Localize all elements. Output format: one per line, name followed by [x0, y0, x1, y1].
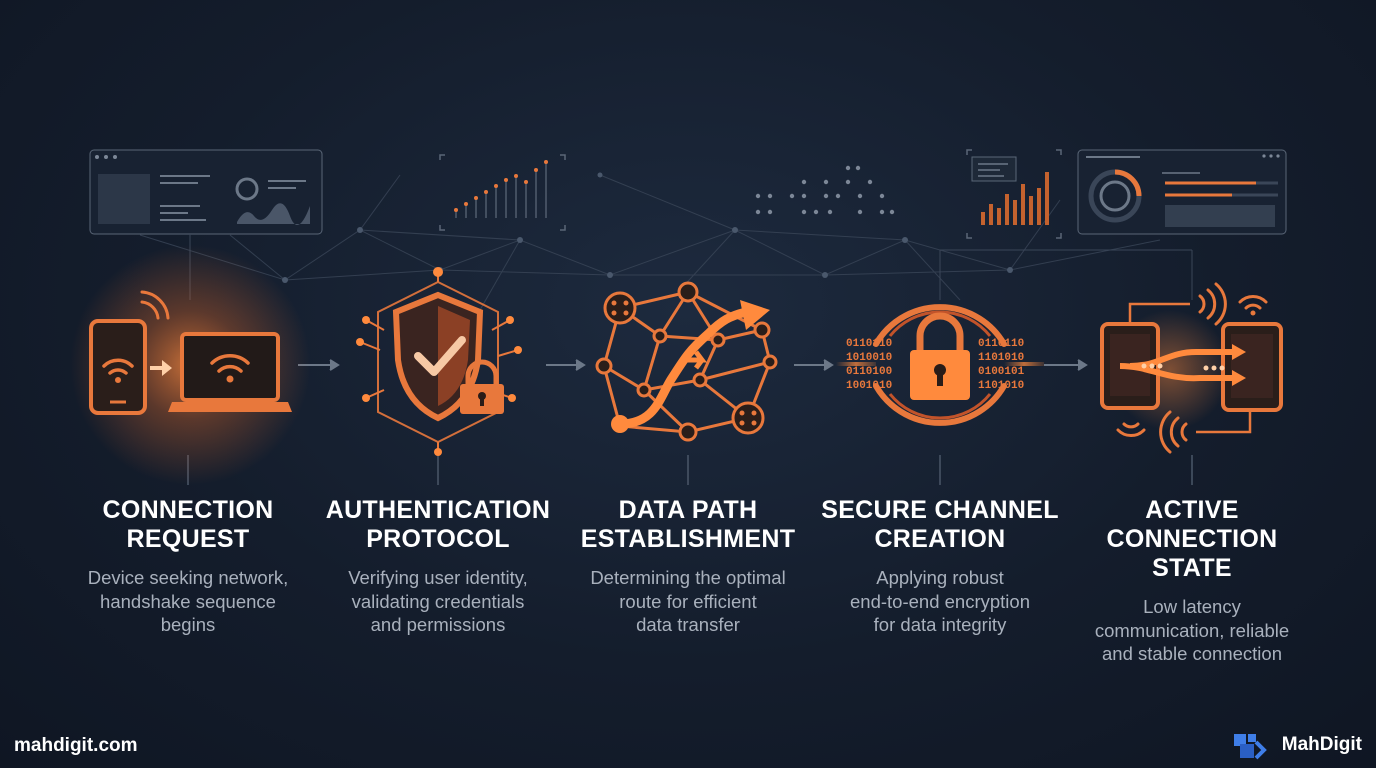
mahdigit-logo-icon [1234, 734, 1267, 760]
binary-left-row: 0110100 [846, 366, 892, 378]
step-description-line: Low latency [1143, 596, 1241, 617]
step-title-line: REQUEST [126, 525, 250, 553]
step-title: DATA PATH ESTABLISHMENT [563, 496, 813, 554]
binary-left-row: 1010010 [846, 352, 892, 364]
dashboard-panel-right [1077, 149, 1287, 235]
step-description-line: communication, reliable [1094, 619, 1290, 641]
binary-right-row: 1101010 [978, 352, 1024, 364]
step-title-line: CONNECTION [1106, 525, 1278, 553]
step-title-line: STATE [1152, 554, 1232, 582]
title-connectors [187, 455, 1193, 485]
phone-laptop-wifi-icon [70, 245, 310, 485]
step-description: Device seeking network, handshake sequen… [63, 566, 313, 637]
brand-logo: MahDigit [1244, 734, 1362, 756]
step-description: Low latency communication, reliable and … [1067, 595, 1317, 666]
bar-dot-chart-panel [439, 154, 566, 231]
step-description-line: Verifying user identity, [348, 567, 528, 588]
dot-matrix-decoration [755, 165, 895, 215]
dashboard-panel-left [89, 149, 323, 300]
shield-check-lock-icon [356, 267, 522, 456]
step-description-line: Device seeking network, [87, 567, 289, 588]
binary-right-row: 0110110 [978, 338, 1024, 350]
step-authentication-protocol: AUTHENTICATION PROTOCOL Verifying user i… [313, 496, 563, 637]
step-title-line: ESTABLISHMENT [580, 525, 796, 553]
step-description: Applying robust end-to-end encryption fo… [815, 566, 1065, 637]
step-secure-channel-creation: SECURE CHANNEL CREATION Applying robust … [815, 496, 1065, 637]
step-description-line: data transfer [636, 614, 740, 635]
step-description-line: and permissions [370, 614, 506, 635]
site-url: mahdigit.com [14, 735, 138, 756]
step-title-line: AUTHENTICATION [325, 496, 551, 524]
step-description-line: and stable connection [1102, 643, 1282, 664]
step-connection-request: CONNECTION REQUEST Device seeking networ… [63, 496, 313, 637]
step-title: AUTHENTICATION PROTOCOL [313, 496, 563, 554]
step-title-line: CONNECTION [102, 496, 274, 524]
flow-arrows [298, 359, 1088, 371]
binary-right-row: 0100101 [978, 366, 1025, 378]
step-description: Verifying user identity, validating cred… [313, 566, 563, 637]
step-description: Determining the optimal route for effici… [563, 566, 813, 637]
step-description-line: validating credentials [351, 590, 525, 612]
step-description-line: route for efficient [619, 590, 757, 612]
step-description-line: Determining the optimal [590, 567, 786, 588]
padlock-encryption-icon: 0110110 1010010 0110100 1001010 0110110 … [836, 304, 1044, 426]
mesh-nodes [282, 172, 1013, 283]
step-data-path-establishment: DATA PATH ESTABLISHMENT Determining the … [563, 496, 813, 637]
step-title-line: PROTOCOL [366, 525, 510, 553]
step-active-connection-state: ACTIVE CONNECTION STATE Low latency comm… [1067, 496, 1317, 666]
step-description-line: begins [160, 614, 216, 635]
network-route-icon [595, 281, 778, 442]
step-description-line: handshake sequence [100, 590, 276, 612]
bar-chart-panel [939, 149, 1193, 300]
step-description-line: Applying robust [876, 567, 1004, 588]
binary-right-row: 1101010 [978, 380, 1024, 392]
devices-data-exchange-icon [1100, 282, 1283, 454]
step-title: SECURE CHANNEL CREATION [815, 496, 1065, 554]
step-title: CONNECTION REQUEST [63, 496, 313, 554]
step-title-line: CREATION [874, 525, 1006, 553]
step-title: ACTIVE CONNECTION STATE [1067, 496, 1317, 583]
brand-logo-text: MahDigit [1281, 734, 1362, 755]
step-title-line: DATA PATH [618, 496, 758, 524]
step-description-line: for data integrity [873, 614, 1007, 635]
step-description-line: end-to-end encryption [850, 590, 1030, 612]
step-title-line: SECURE CHANNEL [821, 496, 1059, 524]
step-title-line: ACTIVE [1145, 496, 1239, 524]
binary-left-row: 1001010 [846, 380, 892, 392]
binary-left-row: 0110110 [846, 338, 892, 350]
